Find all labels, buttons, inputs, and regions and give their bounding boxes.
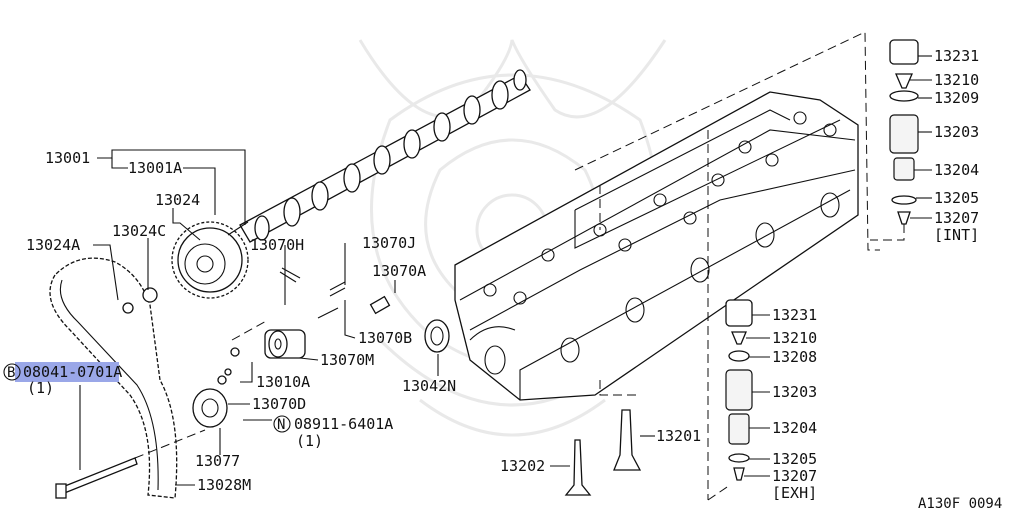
label-exh-13208: 13208 [772, 348, 817, 366]
figure-code: A130F 0094 [918, 496, 1002, 511]
label-13070a: 13070A [372, 262, 426, 280]
label-13001: 13001 [45, 149, 90, 167]
label-int-13204: 13204 [934, 161, 979, 179]
label-13001a: 13001A [128, 159, 182, 177]
label-exh-tag: [EXH] [772, 484, 817, 502]
exhaust-valve-stack [725, 299, 753, 481]
label-13070d: 13070D [252, 395, 306, 413]
label-13201: 13201 [656, 427, 701, 445]
camshaft [239, 69, 531, 243]
valves [564, 409, 642, 496]
label-13010a: 13010A [256, 373, 310, 391]
intake-valve-stack [870, 39, 919, 241]
label-int-13207: 13207 [934, 209, 979, 227]
label-13024c: 13024C [112, 222, 166, 240]
label-13077: 13077 [195, 452, 240, 470]
label-int-13203: 13203 [934, 123, 979, 141]
b-marker-icon [3, 363, 21, 381]
label-exh-13203: 13203 [772, 383, 817, 401]
label-08911-prefix: N [277, 417, 285, 433]
label-13070b: 13070B [358, 329, 412, 347]
label-exh-13231: 13231 [772, 306, 817, 324]
label-exh-13207: 13207 [772, 467, 817, 485]
leader-lines [79, 55, 932, 486]
label-13024: 13024 [155, 191, 200, 209]
label-08041[interactable]: 08041-0701A [23, 363, 122, 381]
label-13070h: 13070H [250, 236, 304, 254]
label-13070m: 13070M [320, 351, 374, 369]
cylinder-head [454, 91, 859, 401]
highlight-08041 [15, 362, 119, 382]
label-08911-qty: (1) [296, 432, 323, 450]
label-int-13209: 13209 [934, 89, 979, 107]
label-exh-13204: 13204 [772, 419, 817, 437]
intake-dash-lines [574, 31, 880, 501]
label-int-13231: 13231 [934, 47, 979, 65]
label-13070j: 13070J [362, 234, 416, 252]
timing-belt [49, 257, 178, 499]
label-int-13205: 13205 [934, 189, 979, 207]
n-marker-icon [273, 415, 291, 433]
label-13042n: 13042N [402, 377, 456, 395]
label-13028m: 13028M [197, 476, 251, 494]
label-exh-13205: 13205 [772, 450, 817, 468]
label-int-tag: [INT] [934, 226, 979, 244]
part-labels: 13001 13001A 13024 13024C 13024A 13070H … [3, 47, 1002, 511]
label-13024a: 13024A [26, 236, 80, 254]
label-08041-prefix: B [7, 365, 15, 381]
label-int-13210: 13210 [934, 71, 979, 89]
tensioner-parts [55, 267, 450, 499]
label-13202: 13202 [500, 457, 545, 475]
cam-sprocket [171, 221, 249, 299]
label-08911: 08911-6401A [294, 415, 393, 433]
label-08041-qty: (1) [27, 379, 54, 397]
label-exh-13210: 13210 [772, 329, 817, 347]
